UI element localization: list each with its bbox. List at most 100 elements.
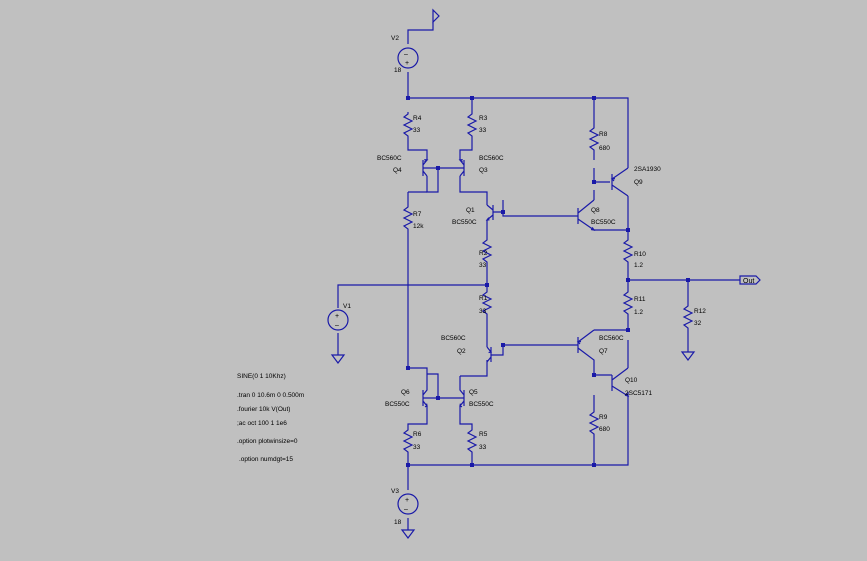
label-q10-name: Q10: [625, 377, 638, 384]
port-flag-icon[interactable]: [739, 275, 761, 285]
label-r4-name: R4: [413, 115, 422, 122]
transistor-q10-icon: [611, 367, 629, 397]
junction-dot: [501, 343, 505, 347]
label-q6-name: Q6: [401, 389, 410, 396]
arrow-icon: [610, 178, 616, 182]
resistor-r10-icon: [622, 238, 634, 268]
transistor-q9-icon: [611, 167, 629, 197]
arrow-icon: [576, 340, 582, 345]
transistors: [422, 159, 630, 414]
junction-dot: [592, 463, 596, 467]
label-r7-name: R7: [413, 211, 422, 218]
resistor-r3-icon: [466, 112, 478, 140]
label-r11-name: R11: [634, 296, 646, 303]
component-labels: V2 18 V1 V3 18 R4 33 R3 33 R8 680 R7 12k…: [343, 35, 706, 526]
directive-fourier[interactable]: .fourier 10k V(Out): [237, 406, 290, 413]
label-r5-name: R5: [479, 431, 488, 438]
junction-dot: [470, 463, 474, 467]
label-r5-value: 33: [479, 444, 487, 451]
junction-dot: [406, 366, 410, 370]
junction-dot: [470, 96, 474, 100]
label-q7-model: BC560C: [599, 335, 624, 342]
directive-ac[interactable]: ;ac oct 100 1 1e6: [237, 420, 287, 427]
junction-dot: [592, 96, 596, 100]
label-r7-value: 12k: [413, 223, 424, 230]
label-r3-value: 33: [479, 127, 487, 134]
transistor-q8-icon: [577, 199, 595, 231]
label-q8-model: BC550C: [591, 219, 616, 226]
directive-numdgt[interactable]: .option numdgt=15: [239, 456, 293, 463]
label-v3-name: V3: [391, 488, 399, 495]
label-q9-model: 2SA1930: [634, 166, 661, 173]
resistor-r11-icon: [622, 290, 634, 320]
minus-sign: –: [404, 506, 408, 513]
label-r4-value: 33: [413, 127, 421, 134]
label-q1-name: Q1: [466, 207, 475, 214]
output-port[interactable]: Out: [739, 275, 761, 285]
label-r9-name: R9: [599, 414, 608, 421]
junction-dots: [406, 96, 690, 467]
label-r6-name: R6: [413, 431, 422, 438]
resistor-r2-icon: [481, 238, 493, 268]
output-port-label: Out: [743, 278, 754, 285]
transistor-q7-icon: [577, 329, 595, 365]
label-q6-model: BC550C: [385, 401, 410, 408]
label-q2-model: BC560C: [441, 335, 466, 342]
plus-sign: +: [405, 60, 409, 67]
label-q9-name: Q9: [634, 179, 643, 186]
ground-icon: [680, 351, 696, 361]
label-r12-value: 32: [694, 320, 702, 327]
arrow-icon: [424, 159, 429, 163]
label-v2-value: 18: [394, 67, 402, 74]
junction-dot: [626, 278, 630, 282]
label-q10-model: 2SC5171: [625, 390, 652, 397]
junction-dot: [485, 283, 489, 287]
junction-dot: [592, 180, 596, 184]
arrow-icon: [485, 217, 490, 221]
label-r12-name: R12: [694, 308, 706, 315]
voltage-source-v2-icon: [397, 47, 419, 69]
plus-sign: +: [405, 497, 409, 504]
junction-dot: [686, 278, 690, 282]
label-q4-model: BC560C: [377, 155, 402, 162]
label-q3-name: Q3: [479, 167, 488, 174]
label-r1-name: R1: [479, 295, 488, 302]
ground-icon: [330, 354, 346, 364]
arrow-icon: [459, 403, 463, 408]
ground-icon: [400, 529, 416, 539]
directive-sine[interactable]: SINE(0 1 10Khz): [237, 373, 286, 380]
ground-symbols: [330, 8, 696, 539]
label-q7-name: Q7: [599, 348, 608, 355]
wires: [337, 22, 740, 530]
resistor-r9-icon: [588, 410, 600, 440]
junction-dot: [592, 373, 596, 377]
label-v2-name: V2: [391, 35, 399, 42]
voltage-source-v3-icon: [397, 493, 419, 515]
label-q5-name: Q5: [469, 389, 478, 396]
minus-sign: –: [404, 51, 408, 58]
junction-dot: [436, 166, 440, 170]
resistor-r4-icon: [402, 112, 414, 140]
label-r9-value: 680: [599, 426, 610, 433]
minus-sign: –: [335, 322, 339, 329]
spice-directives[interactable]: SINE(0 1 10Khz) .tran 0 10.6m 0 0.500m .…: [237, 373, 304, 463]
resistor-r6-icon: [402, 428, 414, 458]
directive-tran[interactable]: .tran 0 10.6m 0 0.500m: [237, 392, 304, 399]
label-r1-value: 33: [479, 308, 487, 315]
directive-plotwinsize[interactable]: .option plotwinsize=0: [237, 438, 298, 445]
junction-dot: [436, 396, 440, 400]
arrow-icon: [488, 349, 493, 354]
junction-dot: [406, 96, 410, 100]
label-r10-name: R10: [634, 251, 646, 258]
voltage-source-v1-icon: [327, 309, 349, 331]
voltage-sources: – + + – + –: [327, 47, 419, 515]
resistor-r7-icon: [402, 205, 414, 235]
label-q3-model: BC560C: [479, 155, 504, 162]
resistor-r5-icon: [466, 428, 478, 458]
transistor-q1-icon: [486, 204, 494, 221]
resistors: [402, 112, 694, 458]
label-q5-model: BC550C: [469, 401, 494, 408]
plus-sign: +: [335, 313, 339, 320]
